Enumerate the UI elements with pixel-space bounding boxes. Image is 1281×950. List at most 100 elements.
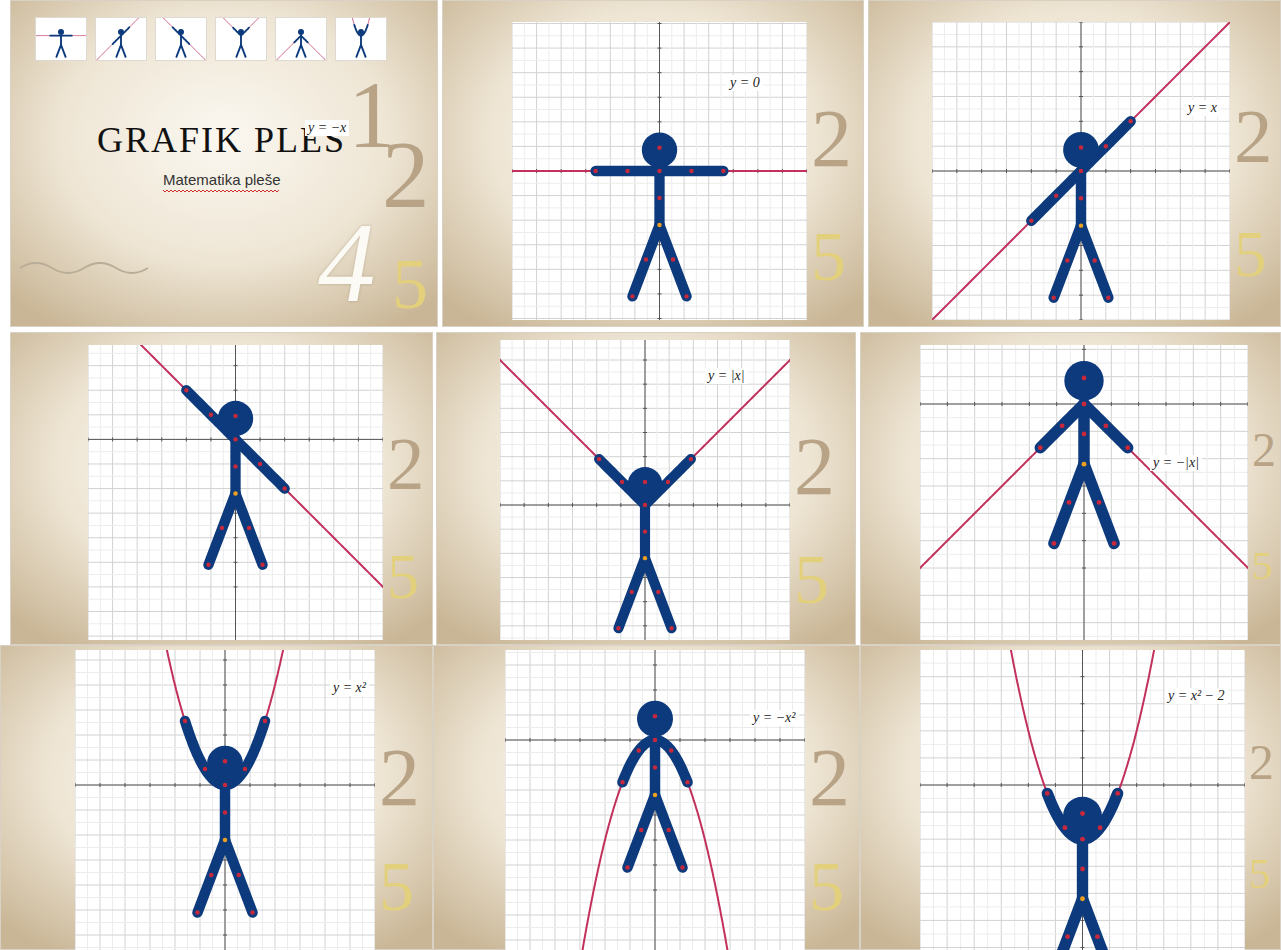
grid-line [920, 757, 1245, 758]
hip-dot [657, 223, 661, 227]
tick [325, 783, 326, 787]
tick [223, 910, 227, 911]
tick [947, 402, 948, 406]
tick [630, 738, 631, 742]
joint-dot [1112, 541, 1117, 546]
tick [1220, 402, 1221, 406]
joint-dot [644, 257, 648, 261]
grid-line [920, 513, 1248, 514]
grid-line [174, 345, 175, 640]
tick [1109, 783, 1110, 787]
joint-dot [667, 828, 672, 833]
function-equation: y = 0 [727, 75, 763, 91]
joint-dot [1080, 867, 1085, 872]
figure-limb [296, 45, 301, 57]
tick [730, 738, 731, 742]
joint-dot [237, 873, 242, 878]
figure-arm [50, 35, 61, 37]
tick [643, 625, 647, 626]
grid-line [75, 935, 375, 936]
figure-head [58, 29, 64, 35]
grid-line [592, 650, 593, 950]
watermark-number: 5 [379, 852, 414, 922]
grid-line [572, 340, 573, 640]
joint-dot [639, 828, 644, 833]
grid-line [150, 650, 151, 950]
grid-line [187, 650, 188, 950]
grid-line [272, 345, 273, 640]
grid-line [932, 121, 1230, 122]
figure-limb [1054, 226, 1081, 298]
hip-dot [643, 556, 647, 560]
tick [223, 735, 227, 736]
grid-line [974, 650, 975, 950]
tick [1180, 169, 1181, 173]
function-curve [932, 22, 1230, 320]
tick [186, 437, 187, 441]
tick [572, 503, 573, 507]
joint-dot [183, 719, 188, 724]
joint-dot [1051, 541, 1056, 546]
grid-line [309, 345, 310, 640]
grid-line [505, 865, 805, 866]
tick [596, 503, 597, 507]
watermark-number: 5 [809, 852, 844, 922]
figure-arm [236, 439, 285, 488]
grid-line [981, 22, 982, 320]
tick [505, 738, 506, 742]
joint-dot [250, 910, 255, 915]
joint-dot [593, 169, 597, 173]
thumbnail-frame [35, 17, 87, 61]
tick [956, 169, 957, 173]
tick [100, 783, 101, 787]
figure-head [642, 132, 677, 167]
tick [161, 437, 162, 441]
tick [1217, 783, 1218, 787]
tick [932, 169, 933, 173]
grid-line [75, 710, 375, 711]
joint-dot [209, 413, 213, 417]
graph-panel [505, 650, 805, 950]
figure-limb [56, 45, 61, 57]
watermark-number: 2 [387, 426, 425, 501]
wave-decoration [20, 263, 148, 273]
joint-dot [1038, 445, 1043, 450]
joint-dot [625, 169, 629, 173]
tick [717, 503, 718, 507]
grid-line [505, 665, 805, 666]
grid-line [237, 650, 238, 950]
joint-dot [233, 414, 237, 418]
thumbnail-frame [335, 17, 387, 61]
figure-limb [236, 45, 241, 57]
tick [658, 318, 662, 319]
grid-line [920, 650, 921, 950]
grid-line [1041, 650, 1042, 950]
grid-line [370, 345, 371, 640]
tick [658, 269, 662, 270]
tick [358, 437, 359, 441]
grid-line [260, 345, 261, 640]
hip-dot [653, 793, 658, 798]
grid-line [620, 340, 621, 640]
graph-panel [500, 340, 790, 640]
tick [223, 685, 227, 686]
grid-line [947, 650, 948, 950]
figure-limb [660, 225, 687, 296]
joint-dot [620, 780, 625, 785]
graph-panel [216, 18, 266, 60]
tick [350, 783, 351, 787]
function-curve [216, 18, 266, 36]
function-curve [500, 340, 790, 505]
grid-line [500, 432, 790, 433]
grid-line [512, 72, 807, 73]
function-equation: y = −x² [750, 710, 799, 726]
tick [1081, 920, 1085, 921]
grid-line [500, 340, 501, 640]
function-curve [276, 36, 326, 60]
grid-line [505, 650, 506, 950]
grid-line [1105, 22, 1106, 320]
grid-line [705, 650, 706, 950]
tick [1079, 121, 1083, 122]
tick [981, 169, 982, 173]
tick [680, 738, 681, 742]
